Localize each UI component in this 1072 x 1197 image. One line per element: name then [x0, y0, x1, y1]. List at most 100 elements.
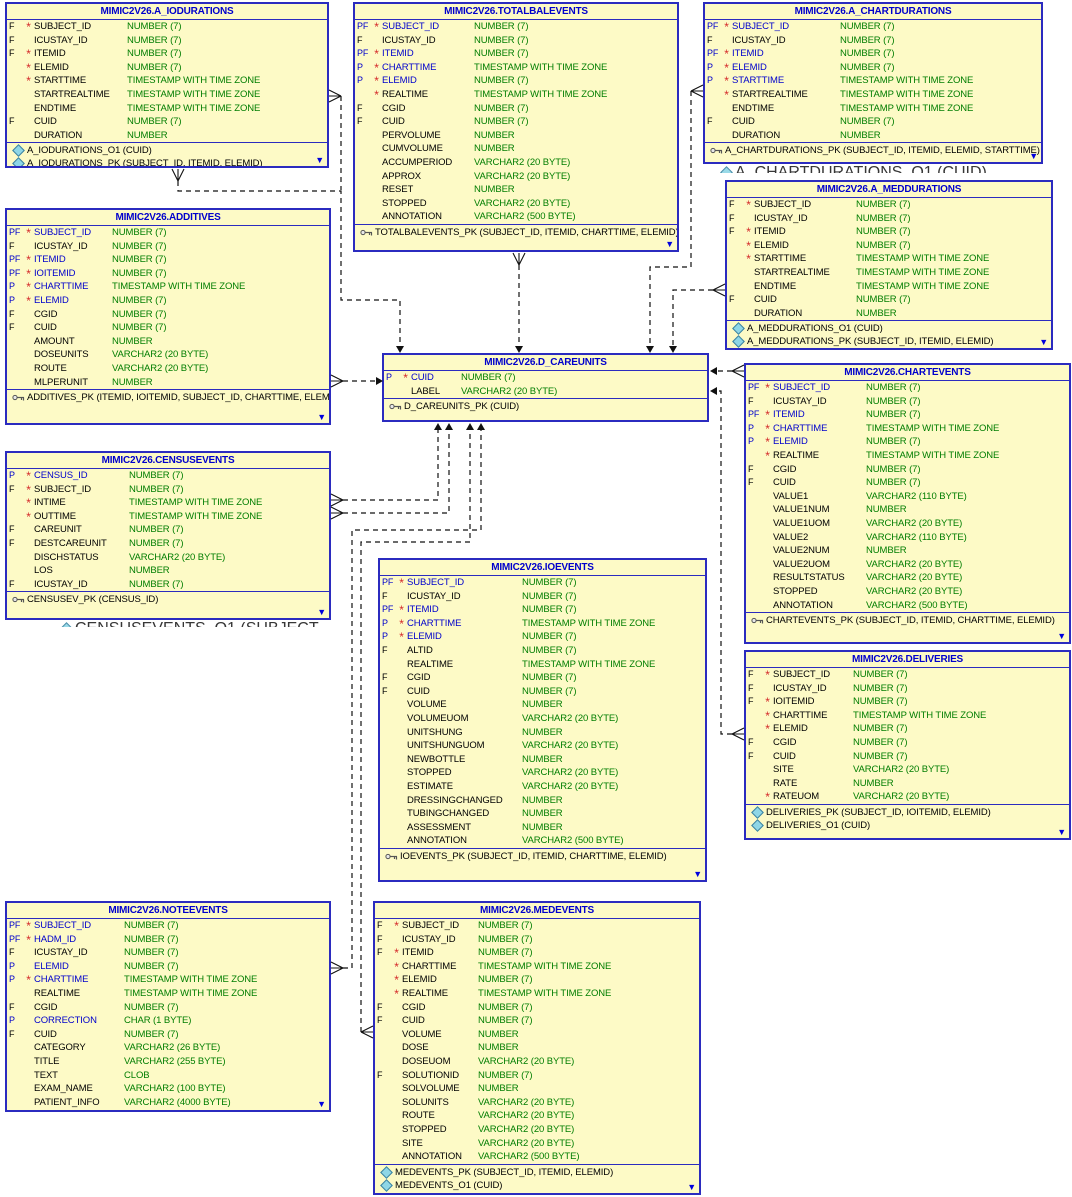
relationship-totalbalevents-to-d_careunits[interactable]: [512, 252, 526, 353]
more-columns-icon[interactable]: ▼: [1039, 337, 1048, 347]
more-columns-icon[interactable]: ▼: [315, 155, 324, 165]
relationship-censusevents-to-d_careunits[interactable]: [330, 423, 442, 507]
relationship-a_meddurations-to-d_careunits[interactable]: [669, 283, 726, 353]
relationship-a_iodurations-to-d_careunits[interactable]: [328, 89, 342, 190]
relationship-censusevents-to-d_careunits[interactable]: [330, 423, 453, 520]
relationship-additives-to-d_careunits[interactable]: [330, 374, 383, 388]
more-columns-icon[interactable]: ▼: [693, 869, 702, 879]
